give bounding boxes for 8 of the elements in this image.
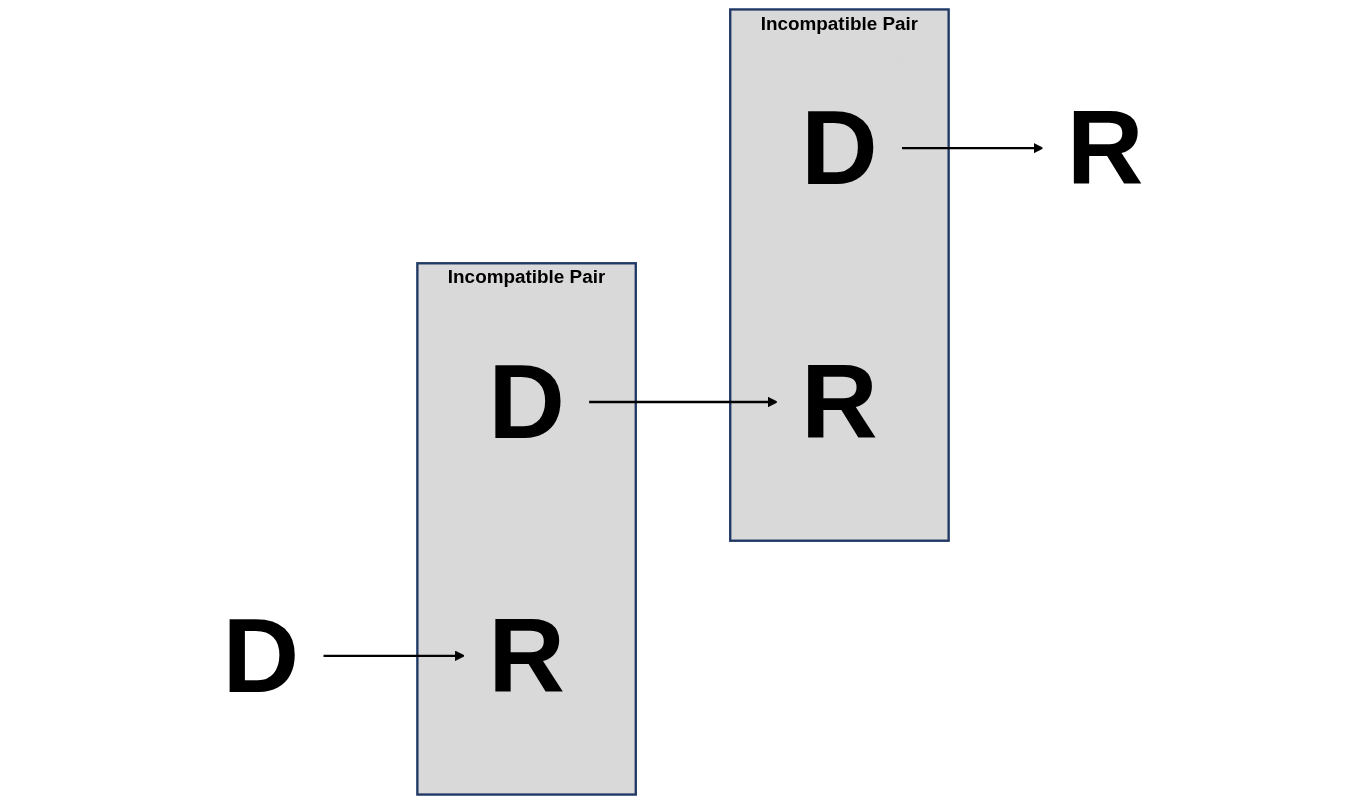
node-text: R — [801, 342, 878, 461]
node-text: D — [488, 342, 565, 461]
node-text: R — [1066, 88, 1144, 207]
node-text: R — [488, 596, 565, 715]
node-text: D — [222, 596, 300, 715]
arrow — [901, 142, 1044, 154]
arrow — [588, 396, 778, 408]
node-text: D — [801, 88, 878, 207]
